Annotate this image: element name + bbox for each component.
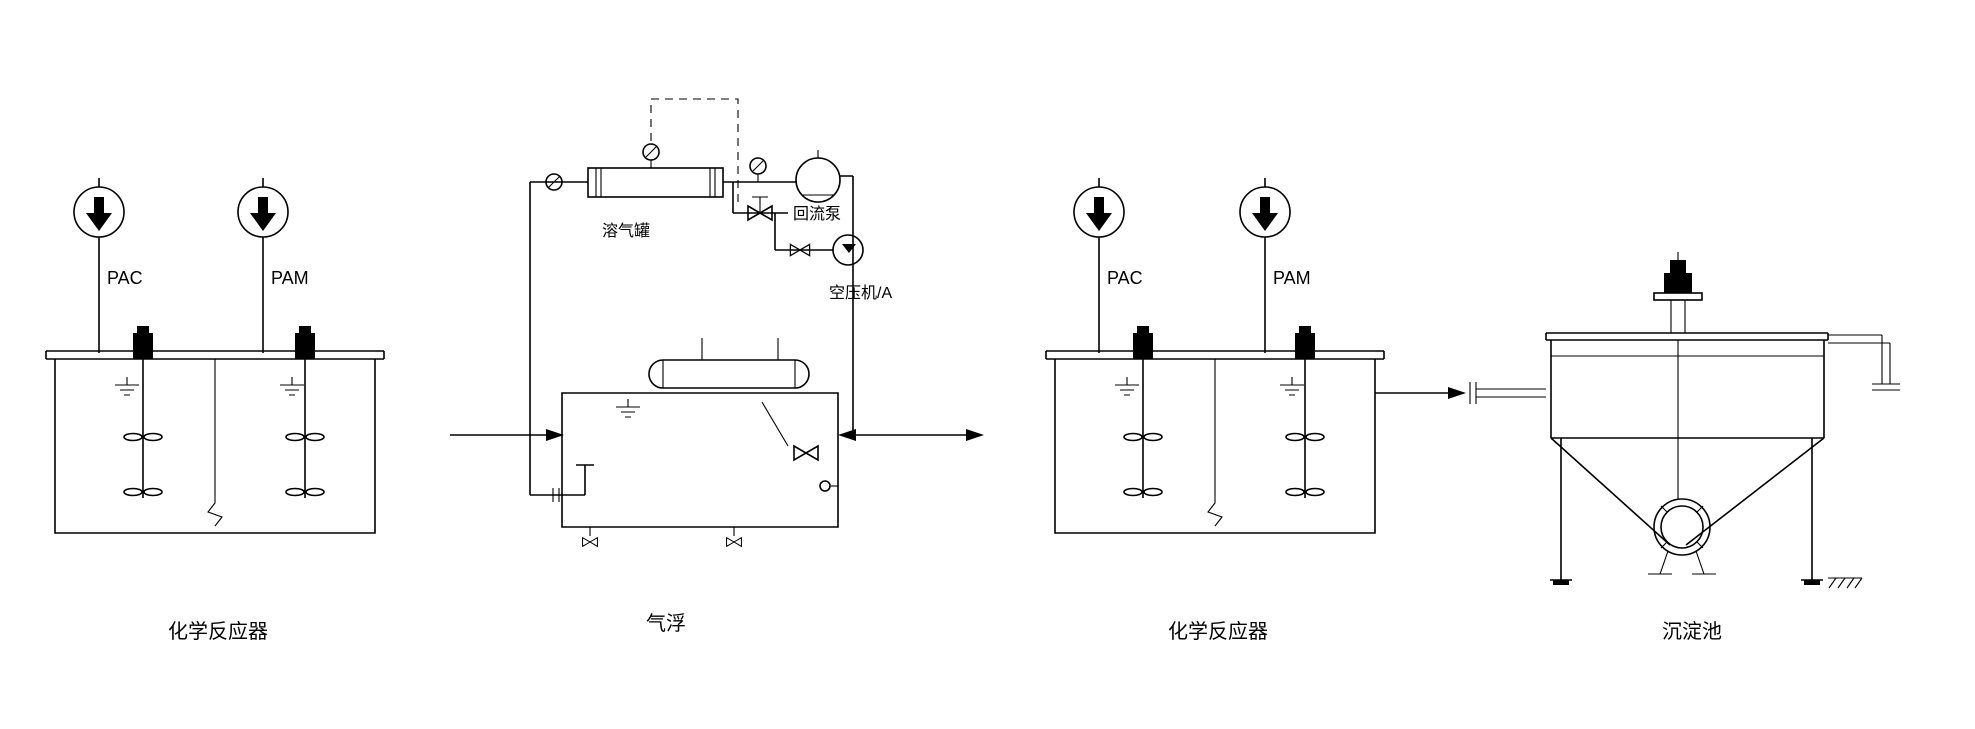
chemical-reactor-1: PAC PAM 化学反应器	[46, 177, 384, 643]
dissolved-air-system: 溶气罐 回流泵 空压机/A	[529, 98, 892, 495]
flotation-label: 气浮	[646, 612, 686, 635]
flotation-unit: 气浮	[530, 338, 839, 635]
pam-label-1: PAM	[271, 268, 309, 288]
pac-doser-1: PAC	[73, 177, 143, 354]
hopper-cone	[1550, 437, 1825, 546]
chemical-reactor-2: PAC PAM 化学反应器	[1046, 177, 1384, 643]
air-release-pipe	[530, 464, 594, 496]
pam-doser-1: PAM	[237, 177, 309, 354]
reflux-pump: 回流泵	[793, 150, 841, 223]
drive-motor-icon	[1653, 252, 1703, 333]
saturator-inlet-valve-icon	[545, 173, 563, 191]
pam-doser-2: PAM	[1239, 177, 1311, 354]
recycle-arrowhead	[838, 429, 856, 441]
reactor-1-label: 化学反应器	[168, 620, 268, 643]
discharge-flange-icon	[1653, 498, 1711, 556]
pac-label-2: PAC	[1107, 268, 1143, 288]
recycle-riser	[840, 175, 854, 435]
flotation-body	[561, 392, 839, 528]
reflux-pump-label: 回流泵	[793, 205, 841, 223]
air-compressor-label: 空压机/A	[829, 284, 892, 302]
ground-hatch	[1828, 577, 1863, 589]
support-legs	[1560, 438, 1813, 580]
pam-label-2: PAM	[1273, 268, 1311, 288]
reactor-2-label: 化学反应器	[1168, 620, 1268, 643]
sedimentation-label: 沉淀池	[1662, 620, 1722, 643]
control-signal-line	[650, 98, 739, 208]
sedimentation-tank: 沉淀池	[1545, 252, 1900, 643]
outlet-pipe	[1828, 334, 1900, 391]
pac-doser-2: PAC	[1073, 177, 1143, 354]
compressor-icon	[832, 234, 864, 266]
pressure-control-valve-icon	[747, 196, 773, 221]
pac-label-1: PAC	[107, 268, 143, 288]
flotation-top-cylinder	[648, 359, 810, 389]
skimmer	[761, 401, 789, 447]
saturated-water-pipe	[529, 181, 588, 495]
dissolved-air-tank-label: 溶气罐	[602, 222, 650, 240]
side-drain-icon	[819, 480, 831, 492]
flow-arrow-flotation-to-reactor2	[853, 429, 984, 441]
flow-arrow-reactor2-to-sedimentation	[1375, 382, 1546, 404]
